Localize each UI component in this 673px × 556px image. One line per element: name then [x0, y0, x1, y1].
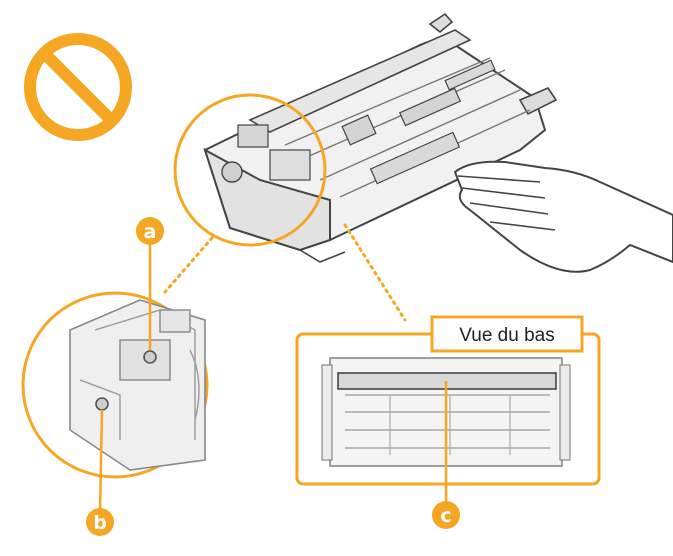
toner-cartridge: [203, 12, 558, 263]
callout-c-label: c: [440, 505, 451, 527]
bottom-view-label-box: [430, 315, 584, 353]
leader-line-bottom: [343, 223, 407, 322]
leader-line-end: [163, 236, 214, 294]
highlight-circle-end: [173, 93, 327, 247]
callout-a-badge: [136, 217, 164, 245]
zoom-circle-end: [21, 291, 209, 479]
callout-a-label: a: [144, 221, 157, 243]
bottom-view-panel: [295, 332, 601, 486]
hand-icon: [453, 160, 673, 273]
no-entry-icon: [24, 33, 132, 141]
callout-b-badge: [86, 508, 114, 536]
callout-b-leader: [98, 409, 104, 513]
callout-c-badge: [432, 501, 460, 529]
bottom-view-label: Vue du bas: [459, 325, 554, 346]
callout-b-label: b: [93, 512, 107, 534]
